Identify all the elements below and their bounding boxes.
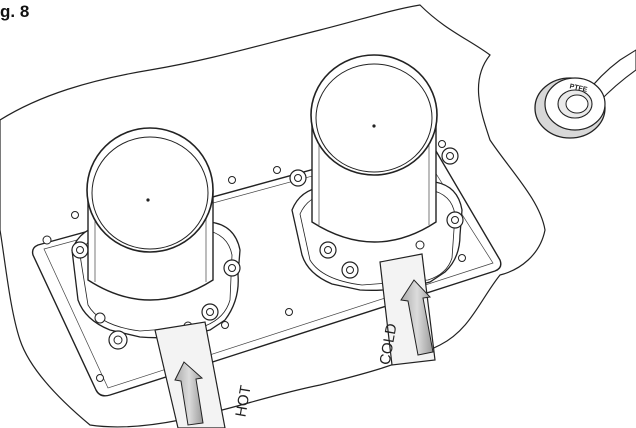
hot-label: HOT: [232, 384, 254, 418]
ptfe-tape-roll: [534, 49, 636, 139]
figure-label: g. 8: [0, 2, 30, 21]
cold-fitting: [289, 54, 464, 291]
hot-fitting: [71, 127, 241, 350]
cold-flow-arrow: [400, 279, 434, 356]
ptfe-label: PTFE: [569, 83, 588, 94]
hot-flow-arrow: [174, 361, 204, 426]
